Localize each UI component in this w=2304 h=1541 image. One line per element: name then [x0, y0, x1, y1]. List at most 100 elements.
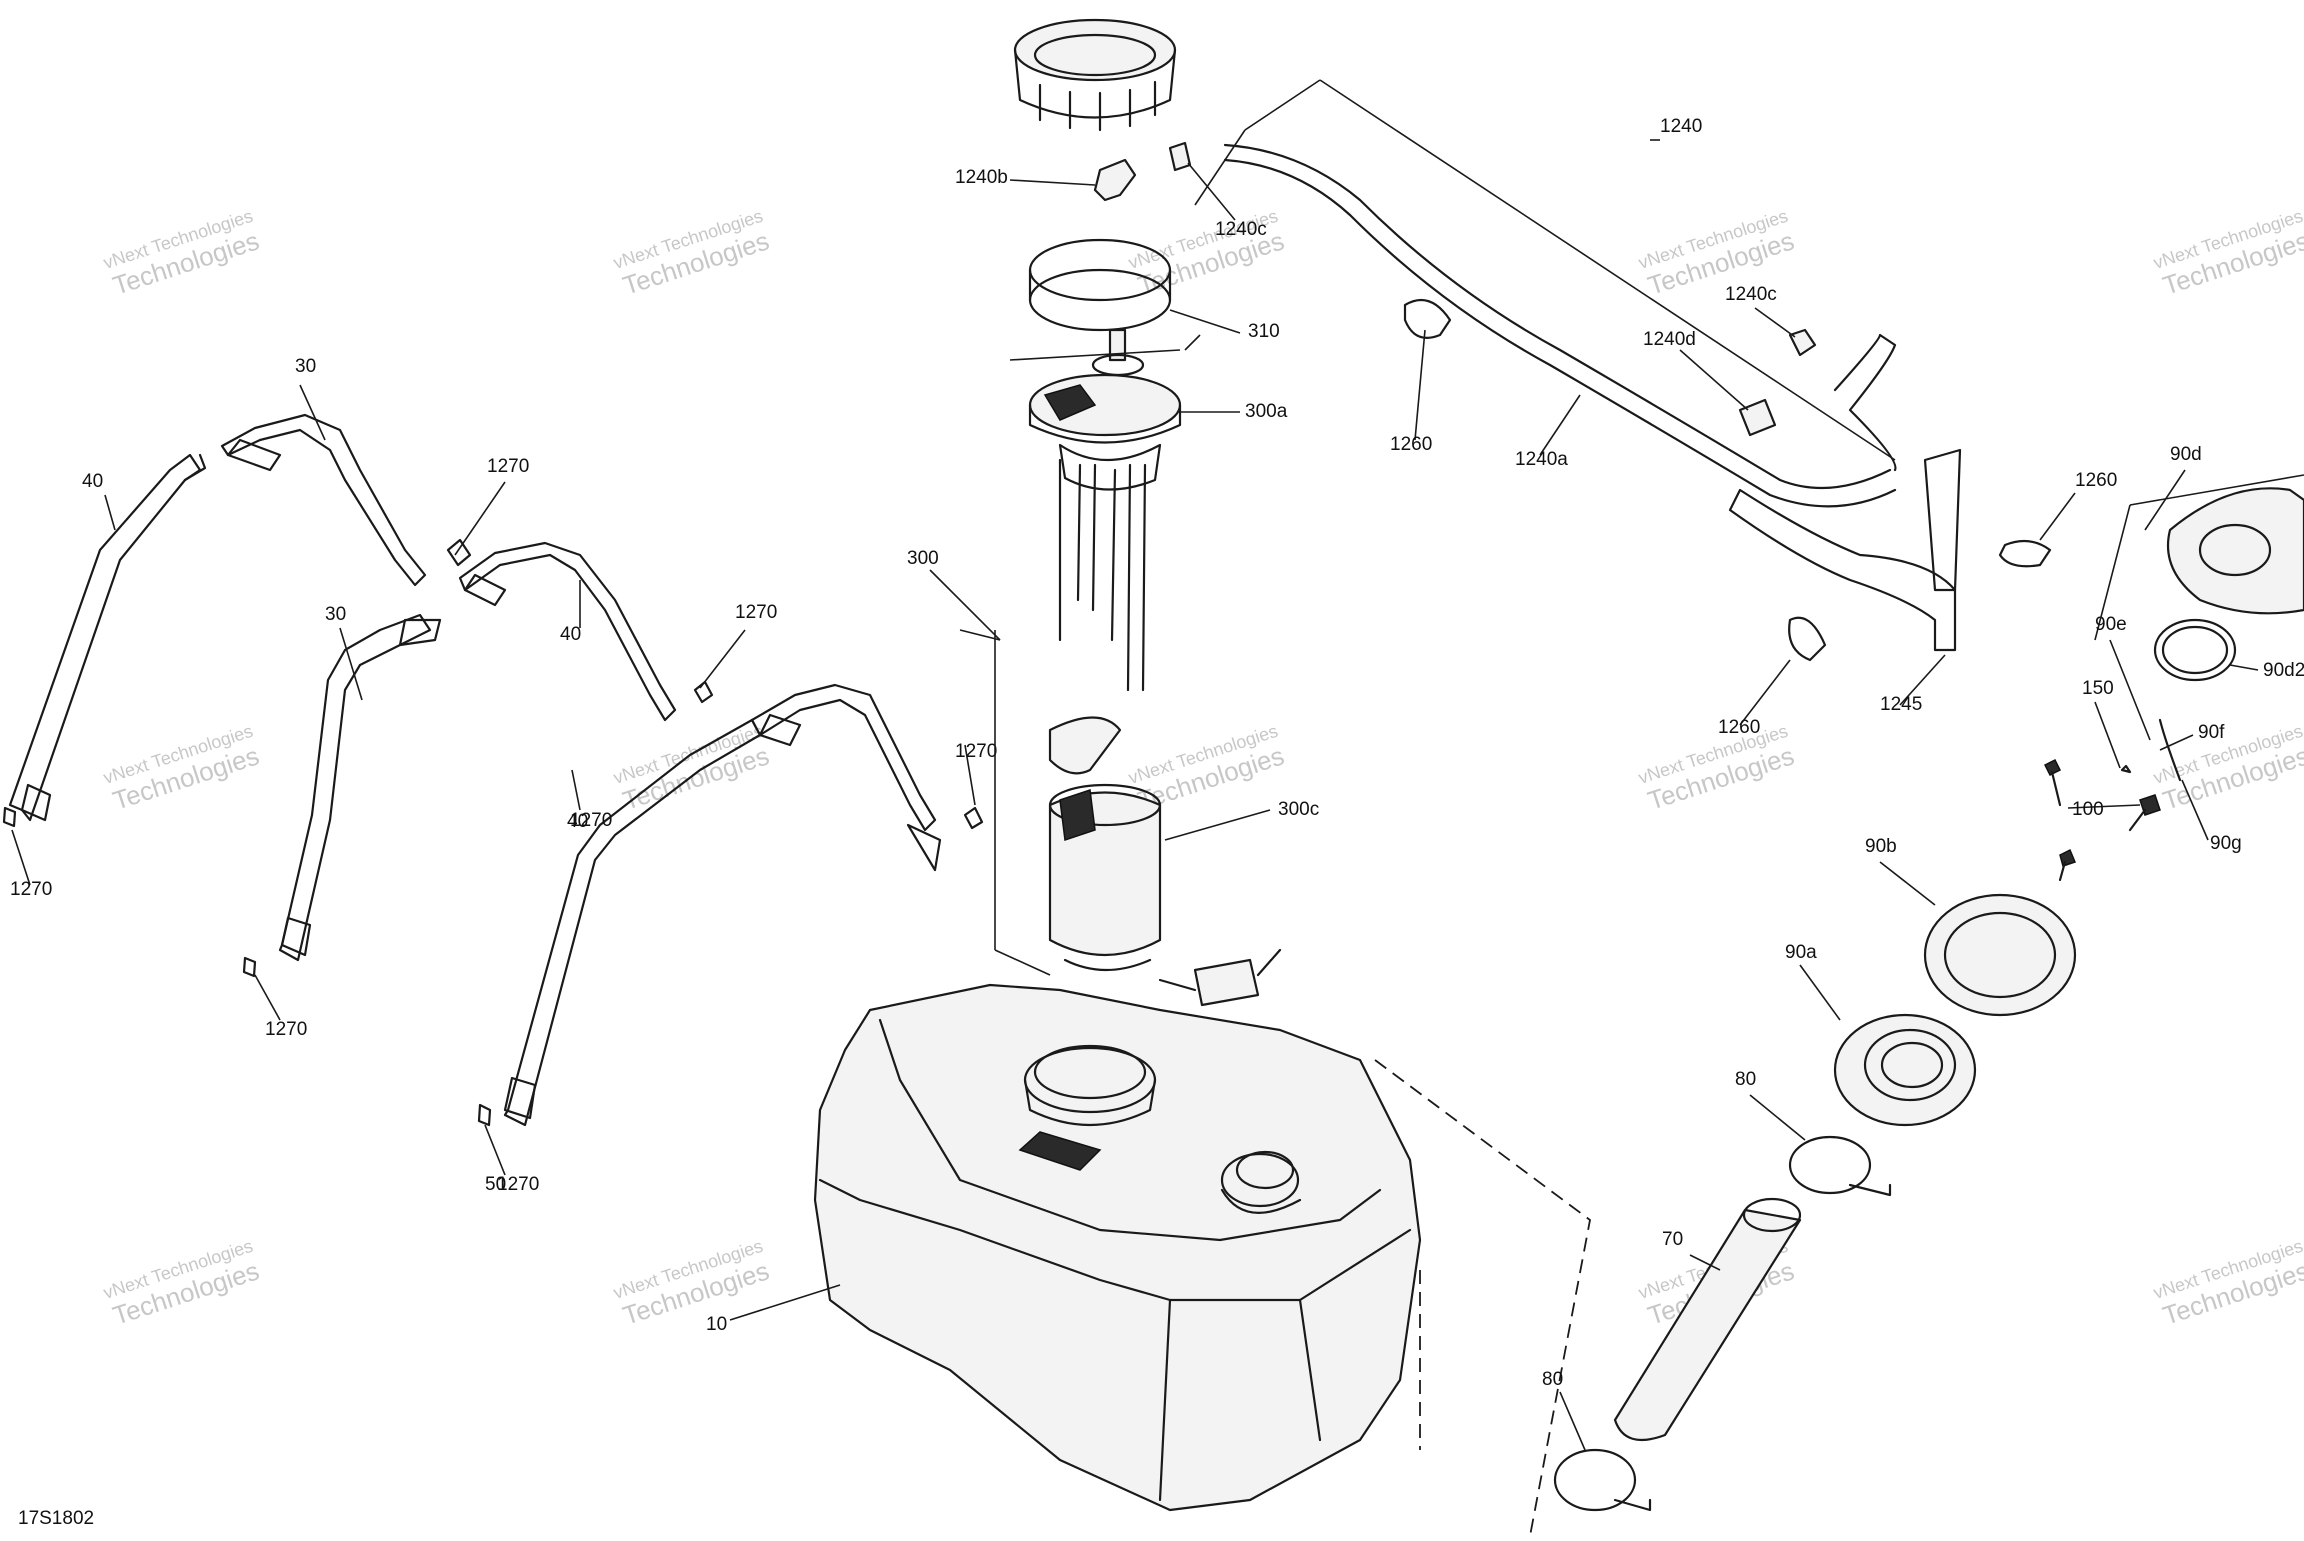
- callout-leader: [699, 629, 746, 689]
- callout-label-90b: 90b: [1865, 836, 1897, 857]
- callout-label-1240b: 1240b: [955, 167, 1008, 188]
- callout-leader: [1244, 79, 1321, 131]
- callout-label-1270: 1270: [10, 879, 52, 900]
- lock-ring: [1013, 18, 1177, 132]
- strap-30-top: [220, 413, 427, 587]
- callout-label-90g: 90g: [2210, 833, 2242, 854]
- callout-leader: [994, 949, 1051, 976]
- callout-label-1240c: 1240c: [1215, 219, 1267, 240]
- callout-label-1245: 1245: [1880, 694, 1922, 715]
- hose-clamps-1260: [1403, 298, 2052, 662]
- callout-leader: [2181, 779, 2209, 841]
- pump-flange-300a: [1028, 328, 1182, 444]
- connector-1240c-1240d: [1738, 328, 1817, 437]
- strap-40-left: [8, 453, 207, 822]
- callout-label-300c: 300c: [1278, 799, 1319, 820]
- callout-label-1260: 1260: [2075, 470, 2117, 491]
- callout-leader: [1799, 964, 1841, 1021]
- callout-leader: [1009, 349, 1181, 361]
- callout-leader: [339, 627, 363, 701]
- callout-leader: [729, 1284, 841, 1321]
- callout-leader: [1184, 334, 1201, 351]
- fuel-tank-10: [813, 983, 1422, 1512]
- callout-label-30: 30: [325, 604, 346, 625]
- callout-label-90d: 90d: [2170, 444, 2202, 465]
- callout-label-90f: 90f: [2198, 722, 2225, 743]
- callout-leader: [2067, 804, 2141, 809]
- callout-leader: [1689, 1254, 1721, 1271]
- callout-label-300: 300: [907, 548, 939, 569]
- callout-label-1260: 1260: [1390, 434, 1432, 455]
- callout-label-310: 310: [1248, 321, 1280, 342]
- callout-label-1270: 1270: [570, 810, 612, 831]
- callout-leader: [1679, 349, 1749, 411]
- callout-leader: [454, 481, 506, 556]
- callout-leader: [571, 769, 581, 811]
- filler-cap-90d: [2166, 487, 2304, 615]
- callout-leader: [1539, 394, 1581, 456]
- callout-leader: [1319, 79, 1896, 461]
- callout-leader: [1194, 129, 1246, 206]
- callout-label-1240a: 1240a: [1515, 449, 1568, 470]
- callout-label-90e: 90e: [2095, 614, 2127, 635]
- callout-leader: [1749, 1094, 1806, 1141]
- callout-label-30: 30: [295, 356, 316, 377]
- callout-label-1270: 1270: [265, 1019, 307, 1040]
- filler-ring-90b: [1923, 893, 2077, 1017]
- callout-leader: [2159, 734, 2194, 751]
- callout-layer: 3040127012703040127012705040127012701270…: [10, 79, 2304, 1451]
- callout-leader: [1164, 809, 1271, 841]
- callout-label-40: 40: [82, 471, 103, 492]
- filler-tube-70: [1613, 1197, 1802, 1442]
- callout-leader: [104, 494, 116, 531]
- callout-leader: [964, 744, 976, 806]
- callout-label-50: 50: [485, 1174, 506, 1195]
- diagram-code: 17S1802: [18, 1508, 94, 1529]
- callout-label-1240: 1240: [1660, 116, 1702, 137]
- callout-label-80: 80: [1542, 1369, 1563, 1390]
- strap-40-middle: [458, 541, 677, 722]
- filler-guide-dashed: [1374, 1059, 1591, 1537]
- callout-leader: [1739, 659, 1791, 726]
- callout-leader: [2094, 701, 2121, 769]
- callout-leader: [2109, 639, 2151, 741]
- callout-leader: [2094, 504, 2131, 641]
- callout-leader: [1899, 654, 1946, 706]
- callout-leader: [299, 384, 326, 441]
- pump-tubes-300: [1058, 443, 1162, 692]
- callout-leader: [1879, 861, 1936, 906]
- callout-label-1240d: 1240d: [1643, 329, 1696, 350]
- strap-30-middle: [278, 613, 442, 962]
- callout-leader: [484, 1124, 506, 1176]
- seal-310: [1028, 238, 1172, 332]
- callout-label-80: 80: [1735, 1069, 1756, 1090]
- callout-leader: [254, 974, 281, 1021]
- bolts-100-150: [2043, 718, 2182, 882]
- callout-label-150: 150: [2082, 678, 2114, 699]
- callout-leader: [2039, 492, 2076, 541]
- hose-1245: [1728, 448, 1962, 652]
- callout-label-100: 100: [2072, 799, 2104, 820]
- callout-label-300a: 300a: [1245, 401, 1288, 422]
- callout-label-40: 40: [567, 811, 588, 832]
- callout-label-1240c: 1240c: [1725, 284, 1777, 305]
- callout-label-70: 70: [1662, 1229, 1683, 1250]
- callout-leader: [2129, 474, 2304, 506]
- callout-leader: [2229, 664, 2259, 671]
- callout-leader: [959, 629, 1001, 641]
- gasket-90d2: [2153, 618, 2237, 682]
- callout-label-1260: 1260: [1718, 717, 1760, 738]
- callout-label-1270: 1270: [735, 602, 777, 623]
- strap-40-right: [750, 683, 942, 872]
- callout-leader: [1169, 309, 1241, 334]
- callout-leader: [1187, 162, 1236, 221]
